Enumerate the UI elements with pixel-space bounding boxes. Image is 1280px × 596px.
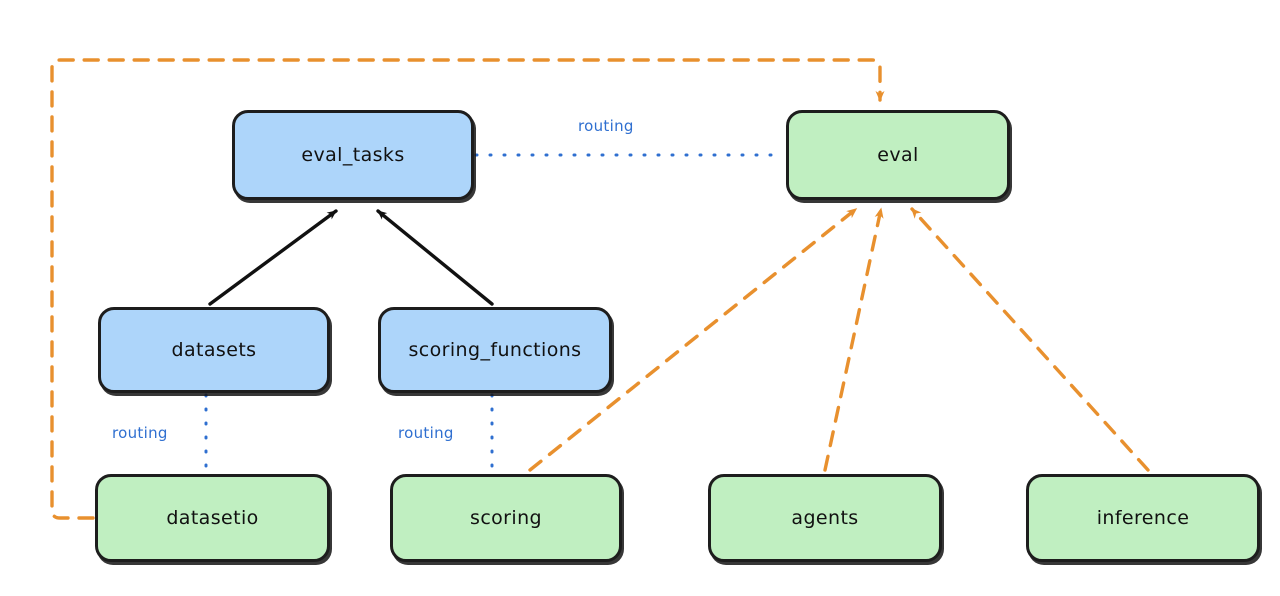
node-label-inference: inference bbox=[1096, 507, 1190, 529]
node-datasetio[interactable]: datasetio bbox=[95, 474, 330, 562]
node-inference[interactable]: inference bbox=[1026, 474, 1260, 562]
edge-datasets-to-eval-tasks bbox=[208, 209, 338, 306]
node-eval-tasks[interactable]: eval_tasks bbox=[232, 110, 474, 200]
edge-inference-to-eval bbox=[910, 207, 1150, 472]
node-label-datasets: datasets bbox=[171, 339, 257, 361]
edge-datasetio-to-eval bbox=[50, 58, 885, 520]
node-scoring[interactable]: scoring bbox=[390, 474, 622, 562]
node-agents[interactable]: agents bbox=[708, 474, 942, 562]
edge-scoring-functions-to-eval-tasks bbox=[376, 209, 494, 306]
edge-label-routing-eval-tasks: routing bbox=[578, 117, 634, 135]
node-datasets[interactable]: datasets bbox=[98, 307, 330, 393]
edge-agents-to-eval bbox=[823, 207, 884, 472]
node-label-scoring-functions: scoring_functions bbox=[408, 339, 582, 361]
node-scoring-functions[interactable]: scoring_functions bbox=[378, 307, 612, 393]
node-label-agents: agents bbox=[791, 507, 859, 529]
edge-label-routing-scoring-functions: routing bbox=[398, 424, 454, 442]
edge-label-routing-datasets: routing bbox=[112, 424, 168, 442]
node-label-datasetio: datasetio bbox=[166, 507, 259, 529]
edge-scoring-to-eval bbox=[528, 207, 858, 472]
node-label-eval-tasks: eval_tasks bbox=[301, 144, 405, 166]
node-label-scoring: scoring bbox=[470, 507, 542, 529]
node-eval[interactable]: eval bbox=[786, 110, 1010, 200]
node-label-eval: eval bbox=[877, 144, 919, 166]
